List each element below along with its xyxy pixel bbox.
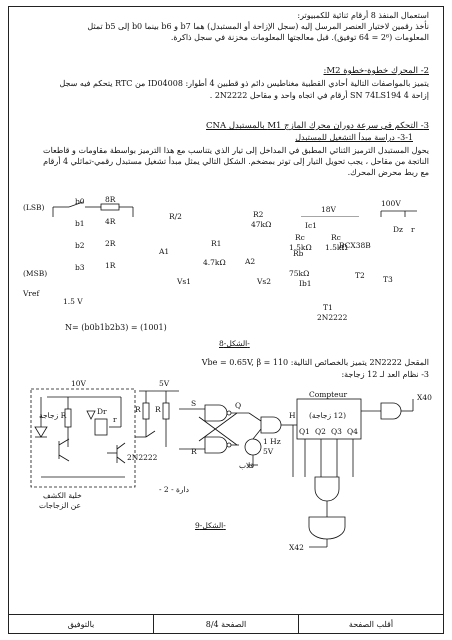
r1-label: R1	[211, 239, 222, 248]
switch-b3: b3	[75, 263, 85, 272]
clock-frequency: 1 Hz	[263, 437, 281, 446]
relay-r-label: r	[113, 415, 117, 424]
supply-18v: 18V	[321, 205, 336, 214]
rc1-value: 1.5kΩ	[289, 243, 312, 252]
footer-turn-page: أقلب الصفحة	[298, 615, 443, 633]
figure9-caption: الشكل-9-	[195, 521, 226, 530]
output-x40: X40	[417, 393, 432, 402]
counter-q1: Q1	[299, 427, 310, 436]
glass-resistor-label: R زجاجة	[39, 411, 67, 420]
rb-value: 75kΩ	[289, 269, 310, 278]
counter-h-label: H	[289, 411, 296, 420]
counter-label: Compteur	[309, 390, 348, 399]
section3-heading: 3- التحكم في سرعة دوران محرك المازج M1 ب…	[206, 121, 429, 131]
circuit-2-label: دارة - 2 -	[159, 485, 189, 494]
a2-label: A2	[245, 257, 256, 266]
supply-5v: 5V	[159, 379, 170, 388]
transistor-2n2222: 2N2222	[127, 453, 158, 462]
counter-q2: Q2	[315, 427, 326, 436]
zener-label: Dz	[393, 225, 403, 234]
counting-heading: 3- نظام العد لـ 12 زجاجة:	[341, 370, 429, 379]
ic1-label: Ic1	[305, 221, 317, 230]
t2-label: T2	[355, 271, 365, 280]
exam-page: استعمال المنفذ 8 أرقام ثنائية للكمبيوتر:…	[8, 6, 444, 634]
transistor-spec: المقحل 2N2222 يتميز بالخصائص التالية: Vb…	[201, 358, 429, 367]
switch-b1: b1	[75, 219, 85, 228]
msb-label: (MSB)	[23, 269, 48, 278]
switch-b2: b2	[75, 241, 85, 250]
section3-para1: يحول المستبدل الترميز الثنائي المطبق في …	[43, 146, 429, 155]
section1-bullet: استعمال المنفذ 8 أرقام ثنائية للكمبيوتر:	[297, 11, 429, 20]
ladder-2r: 2R	[105, 239, 116, 248]
t3-label: T3	[383, 275, 393, 284]
ladder-8r: 8R	[105, 195, 116, 204]
relay-diode-label: Dr	[97, 407, 107, 416]
flipflop-label: قلاب	[239, 461, 255, 470]
rc2-label: Rc	[331, 233, 341, 242]
footer-page-number: الصفحة 8/4	[153, 615, 298, 633]
output-x42: X42	[289, 543, 304, 552]
counter-q4: Q4	[347, 427, 358, 436]
latch-r-label: R	[191, 447, 197, 456]
t1-part: 2N2222	[317, 313, 348, 322]
resistor-r-a: R	[135, 405, 141, 414]
counter-q3: Q3	[331, 427, 342, 436]
section2-line1: يتميز بالمواصفات التالية أحادي القطبية م…	[59, 79, 429, 88]
r2-label: R2	[253, 210, 264, 219]
figure9-schematic	[30, 388, 414, 548]
resistor-r-b: R	[155, 405, 161, 414]
ladder-1r: 1R	[105, 261, 116, 270]
section1-line3: المعلومات (2⁶ = 64 توفيق). قبل معالجتها …	[170, 33, 429, 42]
section3-para3: مع ربط محرض المحرك.	[347, 168, 429, 177]
switch-b0: b0	[75, 197, 85, 206]
t1-label: T1	[323, 303, 333, 312]
section1-line2: نأخذ رقمين لاختيار العنصر المرسل إليه (س…	[87, 22, 429, 31]
vs1-label: Vs1	[177, 277, 192, 286]
binary-formula: N= (b0b1b2b3) = (1001)	[65, 323, 167, 332]
ladder-4r: 4R	[105, 217, 116, 226]
a1-label: A1	[159, 247, 170, 256]
vref-value: 1.5 V	[63, 297, 83, 306]
page-footer: أقلب الصفحة الصفحة 8/4 بالتوفيق	[9, 614, 443, 633]
r-half-label: R/2	[169, 212, 182, 221]
section3-subheading: 3-1- دراسة مبدأ التشغيل للمستبدل	[295, 133, 413, 142]
section2-heading: 2- المحرك خطوة-خطوة M2:	[323, 66, 429, 76]
detection-cell-label-2: عن الزجاجات	[39, 501, 81, 510]
latch-q-label: Q	[235, 401, 242, 410]
section2-line2: إزاحة SN 74LS194 4 أرقام في اتجاه واحد و…	[209, 91, 429, 100]
section3-para2: الناتجة من مقاحل ، يجب تحويل التيار إلى …	[43, 157, 429, 166]
rc2-value: 1.5kΩ	[325, 243, 348, 252]
figure8-caption: الشكل-8-	[219, 339, 250, 348]
figure8-schematic	[52, 201, 417, 217]
vs2-label: Vs2	[257, 277, 272, 286]
latch-s-label: S	[191, 399, 197, 408]
lsb-label: (LSB)	[23, 203, 45, 212]
vref-label: Vref	[23, 289, 40, 298]
motor-r-label: r	[411, 225, 415, 234]
rb-label: Rb	[293, 249, 304, 258]
t3-part: BCX38B	[339, 241, 371, 250]
footer-good-luck: بالتوفيق	[67, 619, 95, 629]
supply-10v: 10V	[71, 379, 86, 388]
detection-cell-label: خلية الكشف	[43, 491, 82, 500]
ib1-label: Ib1	[299, 279, 312, 288]
counter-count: (12 زجاجة)	[309, 411, 346, 420]
r1-value: 4.7kΩ	[203, 258, 226, 267]
r2-value: 47kΩ	[251, 220, 272, 229]
clock-voltage: 5V	[263, 447, 274, 456]
rc1-label: Rc	[295, 233, 305, 242]
supply-100v: 100V	[381, 199, 401, 208]
